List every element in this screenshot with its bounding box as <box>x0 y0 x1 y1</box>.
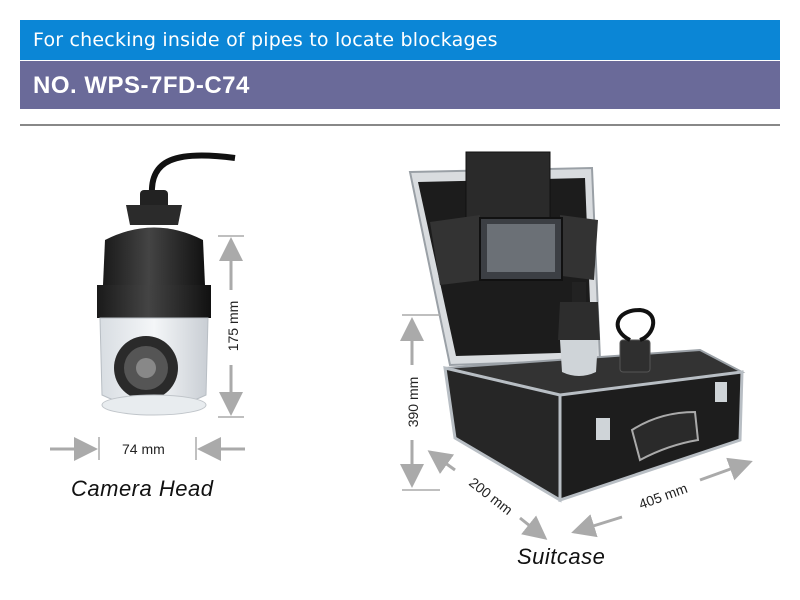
divider-line <box>20 124 780 126</box>
camera-width-label: 74 mm <box>122 441 165 457</box>
camera-head-image <box>97 152 236 416</box>
description-banner: For checking inside of pipes to locate b… <box>20 20 780 60</box>
suitcase-caption: Suitcase <box>517 544 606 569</box>
camera-head-caption: Camera Head <box>71 476 214 501</box>
camera-height-label: 175 mm <box>225 300 241 352</box>
camera-height-dimension <box>218 235 244 418</box>
suitcase-height-label: 390 mm <box>405 376 421 428</box>
description-text: For checking inside of pipes to locate b… <box>33 29 498 51</box>
suitcase-length-dimension <box>571 457 753 538</box>
camera-width-dimension <box>50 437 245 461</box>
model-banner: NO. WPS-7FD-C74 <box>20 61 780 109</box>
suitcase-image <box>408 151 746 503</box>
suitcase-height-dimension <box>400 314 440 491</box>
suitcase-depth-dimension <box>427 450 548 540</box>
model-number: NO. WPS-7FD-C74 <box>33 72 250 99</box>
